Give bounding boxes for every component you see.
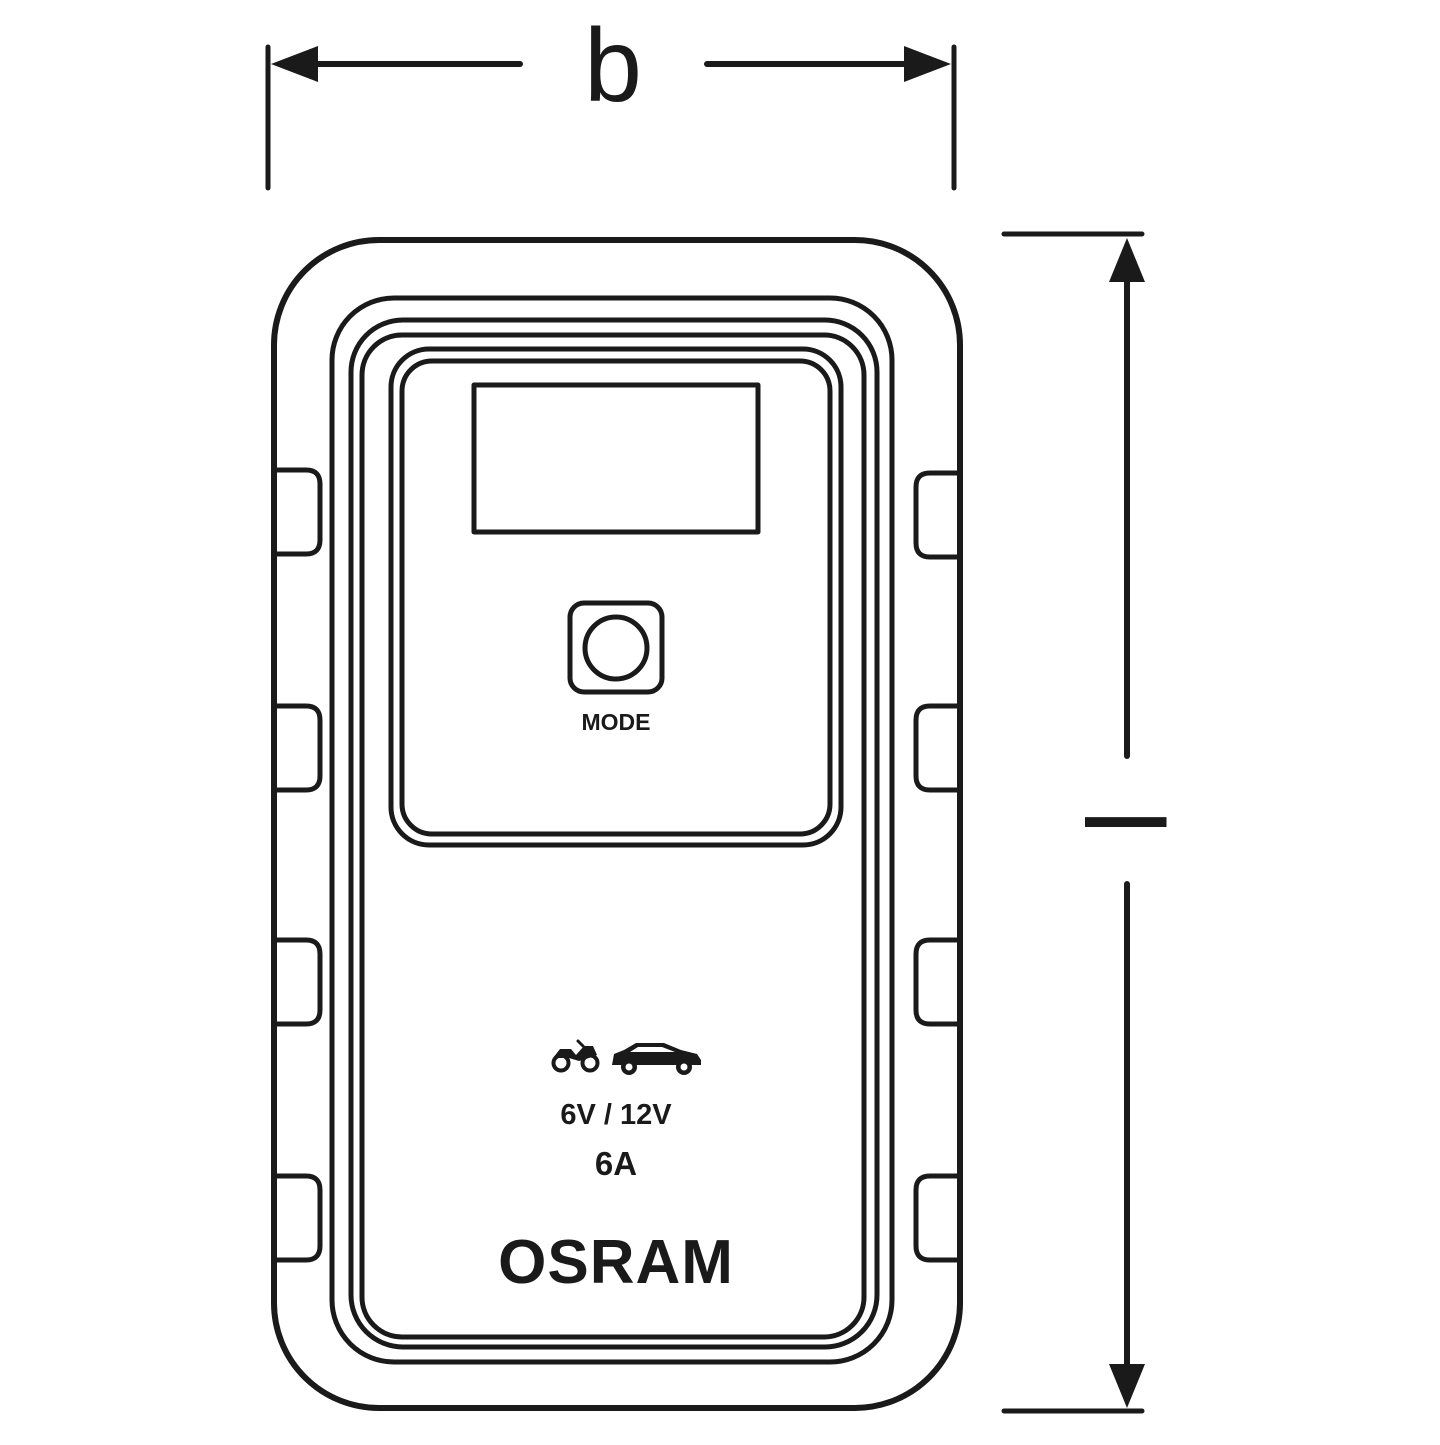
right-clip-4 — [913, 1173, 962, 1263]
left-clip-3 — [272, 937, 323, 1027]
height-dimension: l — [1001, 231, 1191, 1414]
control-panel-inner — [399, 358, 833, 837]
motorcycle-icon — [551, 1039, 600, 1073]
current-rating: 6A — [595, 1145, 637, 1182]
control-panel: MODE — [388, 346, 844, 848]
housing-outer-shell — [271, 237, 963, 1411]
width-dimension: b — [265, 8, 957, 191]
left-clip-1 — [272, 467, 323, 557]
arrowhead-left-icon — [271, 46, 318, 82]
right-clip-3 — [913, 937, 962, 1027]
arrowhead-down-icon — [1109, 1364, 1145, 1408]
left-clip-2 — [272, 703, 323, 793]
mode-button-frame[interactable] — [567, 600, 665, 695]
housing-inner-frame — [348, 317, 880, 1350]
lcd-display — [471, 382, 761, 535]
arrowhead-right-icon — [904, 46, 951, 82]
left-clip-4 — [272, 1173, 323, 1263]
car-icon — [612, 1043, 701, 1075]
charger-housing — [271, 237, 963, 1411]
right-clip-2 — [913, 703, 962, 793]
brand-logo: OSRAM — [498, 1228, 734, 1297]
height-label: l — [1066, 810, 1191, 835]
mode-button[interactable] — [567, 600, 665, 695]
housing-frame — [329, 295, 895, 1365]
control-panel-outer — [388, 346, 844, 848]
right-clip-1 — [913, 470, 962, 560]
width-label: b — [584, 8, 642, 124]
voltage-rating: 6V / 12V — [560, 1099, 672, 1131]
mode-button-circle-icon[interactable] — [582, 614, 650, 682]
arrowhead-up-icon — [1109, 238, 1145, 282]
front-panel — [359, 332, 867, 1340]
mode-button-label: MODE — [582, 709, 651, 735]
